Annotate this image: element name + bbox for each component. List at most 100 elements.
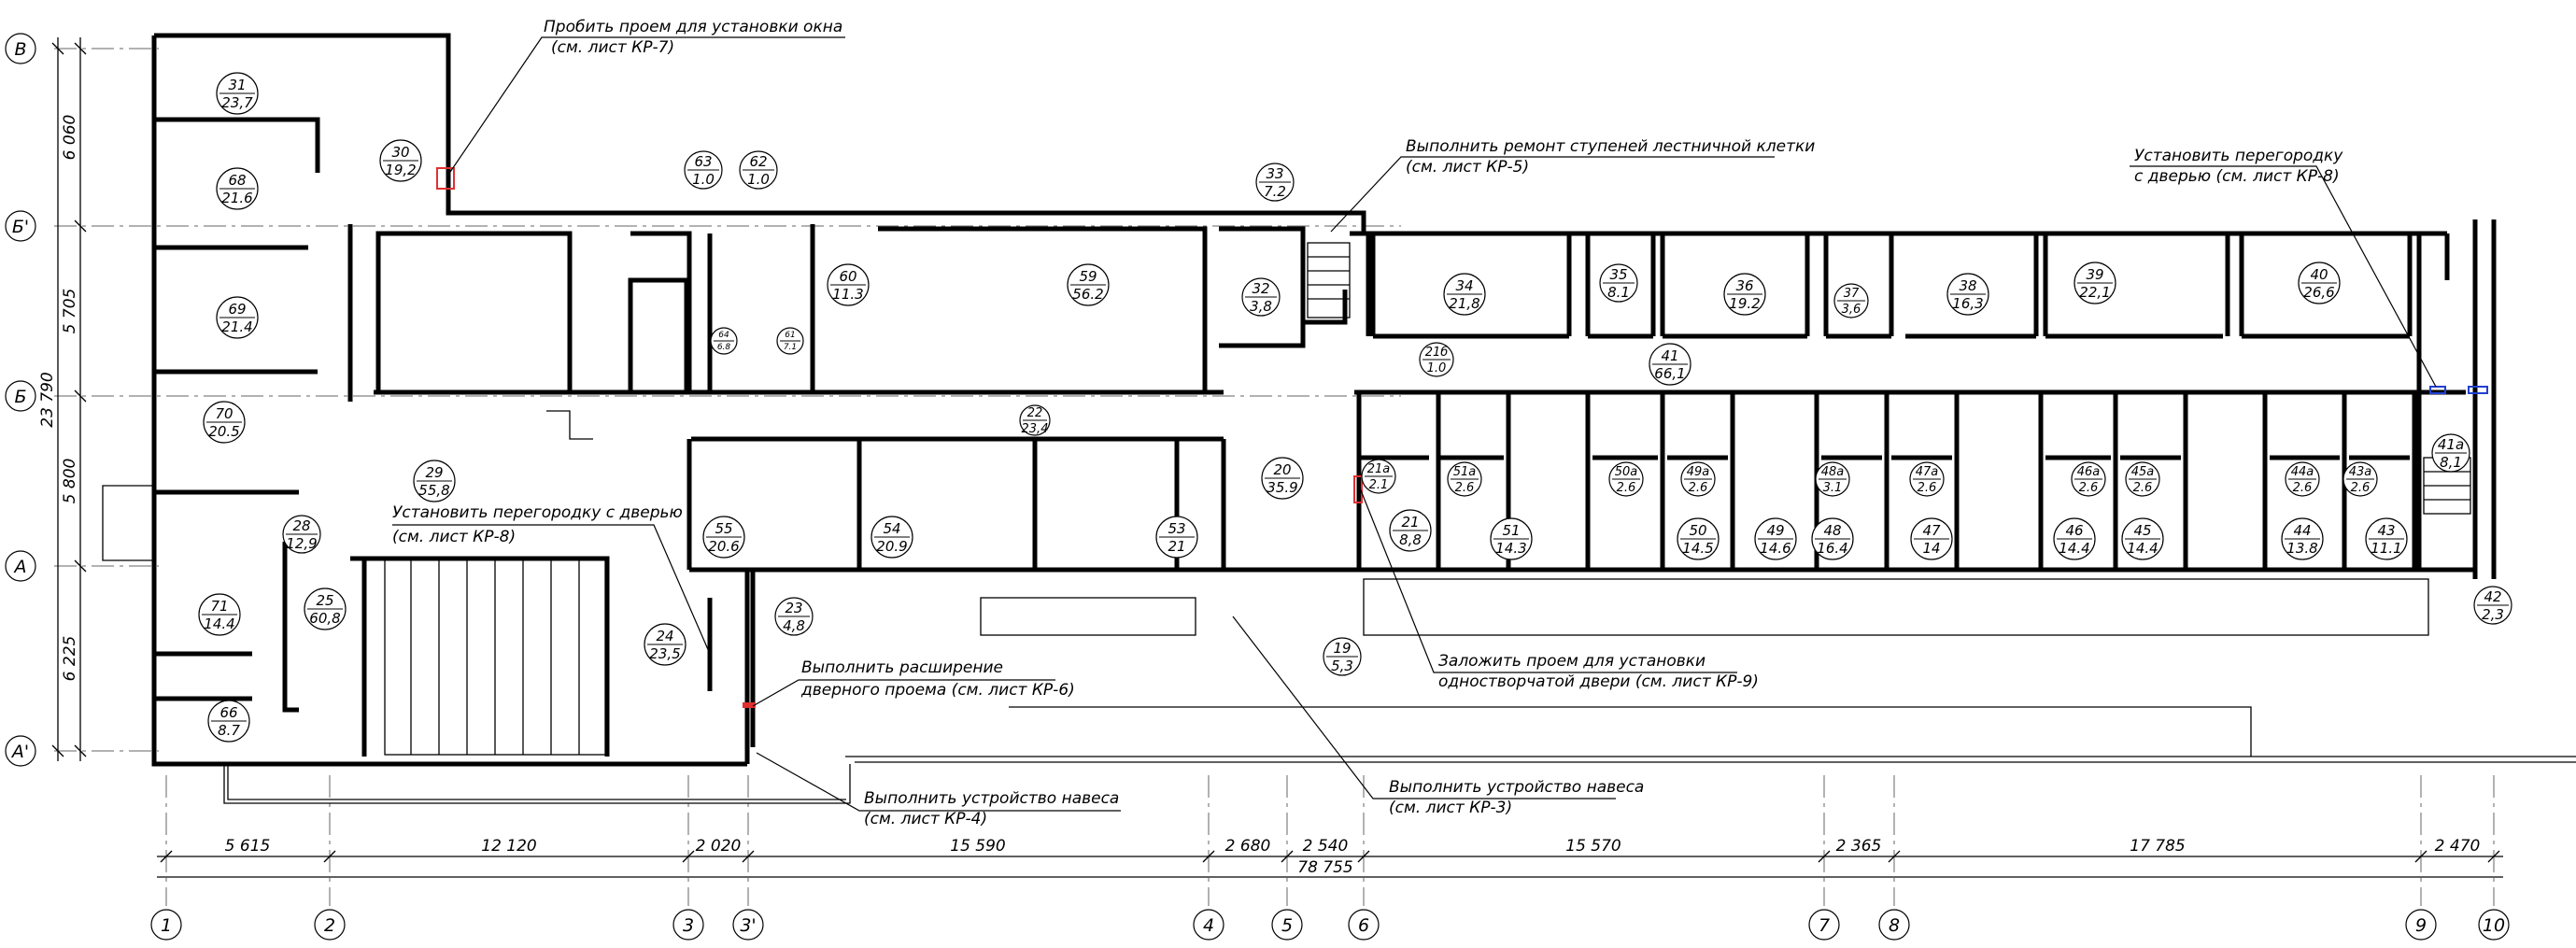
svg-text:А: А — [13, 557, 27, 577]
dimension-tick — [682, 850, 695, 863]
svg-text:2 680: 2 680 — [1225, 837, 1271, 856]
room-area: 21 — [1168, 538, 1185, 555]
partition-mark-1 — [2429, 386, 2446, 394]
room-number: 41а — [2438, 436, 2464, 453]
room-number: 66 — [219, 704, 237, 721]
room-area: 66,1 — [1654, 365, 1685, 382]
room-number: 46а — [2077, 465, 2101, 479]
dimension-tick — [160, 850, 173, 863]
room-area: 16.4 — [1817, 540, 1847, 557]
room-number: 19 — [1333, 640, 1351, 657]
room-area: 8,8 — [1399, 531, 1422, 548]
room-area: 11.3 — [832, 286, 863, 303]
dimension-tick — [1202, 850, 1215, 863]
note-stair-repair: Выполнить ремонт ступеней лестничной кле… — [1330, 137, 1815, 233]
room-number: 50 — [1689, 522, 1706, 539]
room-number: 48а — [1821, 465, 1845, 479]
row-dimensions: 6 060 5 705 5 800 6 225 23 790 — [38, 37, 87, 761]
room-number: 37 — [1844, 287, 1860, 301]
svg-text:17 785: 17 785 — [2130, 837, 2185, 856]
room-number: 39 — [2086, 266, 2103, 283]
svg-text:5 800: 5 800 — [61, 459, 79, 504]
svg-text:3: 3 — [683, 915, 694, 936]
svg-text:Б: Б — [14, 387, 26, 407]
room-area: 1.0 — [692, 171, 715, 188]
room-number: 53 — [1168, 520, 1185, 537]
annotations: Пробить проем для установки окна (см. ли… — [392, 18, 2437, 828]
room-area: 4,8 — [783, 617, 805, 634]
room-number: 45 — [2133, 522, 2151, 539]
note-window-opening: Пробить проем для установки окна (см. ли… — [446, 18, 845, 178]
room-area: 3,6 — [1842, 303, 1861, 317]
room-area: 12,9 — [286, 535, 317, 552]
room-area: 35.9 — [1267, 479, 1297, 496]
room-area: 23,7 — [221, 94, 253, 111]
dimension-tick — [1281, 850, 1294, 863]
note-door-widening: Выполнить расширение дверного проема (см… — [752, 658, 1075, 707]
partition-mark-2 — [2468, 386, 2488, 394]
svg-text:Установить перегородку с дверь: Установить перегородку с дверью — [392, 503, 683, 522]
room-number: 62 — [749, 153, 767, 170]
room-number: 49а — [1687, 465, 1710, 479]
room-area: 14 — [1922, 540, 1940, 557]
room-number: 24 — [656, 628, 673, 644]
svg-text:6 225: 6 225 — [61, 636, 79, 682]
svg-text:10: 10 — [2483, 915, 2505, 936]
room-area: 20.5 — [208, 423, 239, 440]
room-number: 21б — [1425, 346, 1449, 360]
room-label: 621.0 — [739, 150, 778, 190]
dimension-tick — [1818, 850, 1831, 863]
room-area: 2.6 — [1689, 481, 1708, 495]
room-area: 23,5 — [649, 645, 680, 662]
svg-text:Пробить проем для установки ок: Пробить проем для установки окна — [544, 18, 842, 36]
room-number: 32 — [1252, 280, 1269, 297]
room-label: 668.7 — [207, 700, 250, 743]
room-area: 14.4 — [2059, 540, 2089, 557]
room-area: 2.6 — [1918, 481, 1937, 495]
room-number: 69 — [228, 301, 246, 318]
room-area: 55,8 — [418, 482, 449, 499]
room-area: 7.2 — [1264, 183, 1286, 200]
room-label: 358.1 — [1599, 263, 1638, 303]
room-number: 48 — [1823, 522, 1841, 539]
svg-text:9: 9 — [2415, 915, 2427, 936]
room-number: 21 — [1401, 514, 1419, 531]
svg-text:Выполнить устройство навеса: Выполнить устройство навеса — [1389, 778, 1644, 797]
svg-text:Выполнить ремонт ступеней лест: Выполнить ремонт ступеней лестничной кле… — [1406, 137, 1815, 156]
room-number: 35 — [1609, 266, 1627, 283]
svg-text:2 365: 2 365 — [1836, 837, 1882, 856]
svg-text:(см. лист КР-4): (см. лист КР-4) — [864, 810, 987, 828]
svg-text:(см. лист КР-7): (см. лист КР-7) — [551, 38, 674, 57]
room-label: 323,8 — [1241, 277, 1281, 317]
dimension-tick — [1357, 850, 1370, 863]
room-area: 3,8 — [1250, 298, 1272, 315]
note-partition-right: Установить перегородку с дверью (см. лис… — [2130, 147, 2437, 388]
room-area: 23,4 — [1022, 422, 1049, 436]
room-number: 23 — [785, 600, 802, 616]
room-area: 14.5 — [1682, 540, 1713, 557]
row-axes — [54, 48, 1401, 752]
room-area: 16,3 — [1952, 295, 1983, 312]
room-label: 422,3 — [2473, 586, 2512, 625]
room-label: 617.1 — [776, 327, 804, 355]
room-number: 46 — [2065, 522, 2083, 539]
svg-text:Установить перегородку: Установить перегородку — [2134, 147, 2343, 165]
